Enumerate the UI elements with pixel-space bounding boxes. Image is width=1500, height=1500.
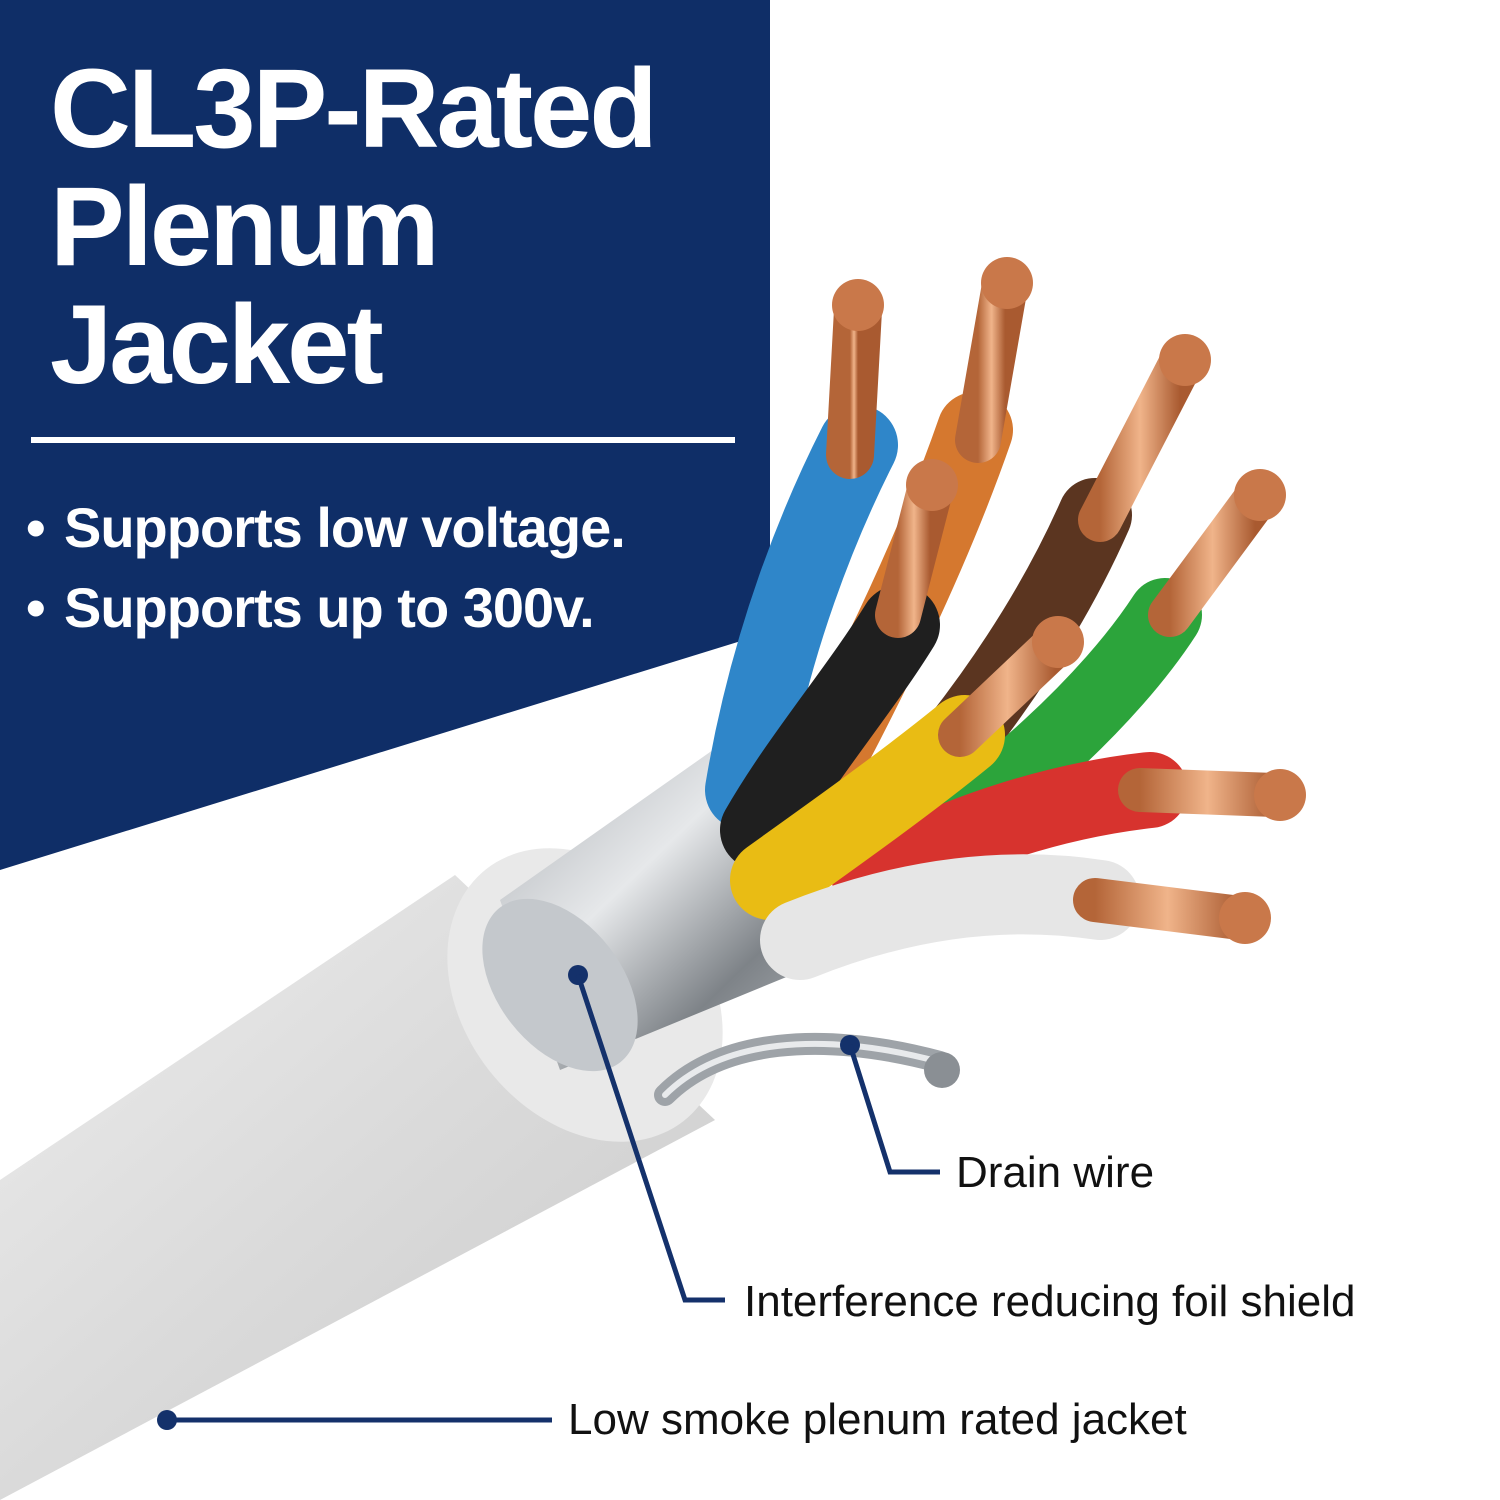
callout-jacket: Low smoke plenum rated jacket <box>568 1395 1187 1444</box>
feature-list: • Supports low voltage. • Supports up to 3… <box>26 488 626 648</box>
callout-line-foil-shield <box>568 965 725 1303</box>
headline-line: Jacket <box>50 282 384 407</box>
feature-item: • Supports up to 300v. <box>26 568 625 648</box>
yellow-conductor <box>730 616 1084 920</box>
feature-text: Supports low voltage. <box>64 496 626 559</box>
callout-drain-wire: Drain wire <box>956 1148 1155 1197</box>
callout-foil-shield: Interference reducing foil shield <box>744 1277 1356 1326</box>
feature-item: • Supports low voltage. <box>26 488 626 568</box>
headline: CL3P-Rated Plenum Jacket <box>50 46 658 407</box>
callout-line-drain-wire <box>840 1035 940 1175</box>
headline-line: Plenum <box>50 164 440 289</box>
bullet-icon: • <box>26 576 46 639</box>
drain-wire <box>654 1032 960 1106</box>
callout-line-jacket <box>157 1410 552 1430</box>
feature-text: Supports up to 300v. <box>64 576 595 639</box>
blue-conductor <box>705 279 898 830</box>
bullet-icon: • <box>26 496 46 559</box>
black-conductor <box>720 459 958 870</box>
headline-line: CL3P-Rated <box>50 46 658 171</box>
divider <box>31 437 735 443</box>
white-conductor <box>760 854 1271 980</box>
header-panel <box>0 0 770 870</box>
red-conductor <box>832 752 1306 918</box>
